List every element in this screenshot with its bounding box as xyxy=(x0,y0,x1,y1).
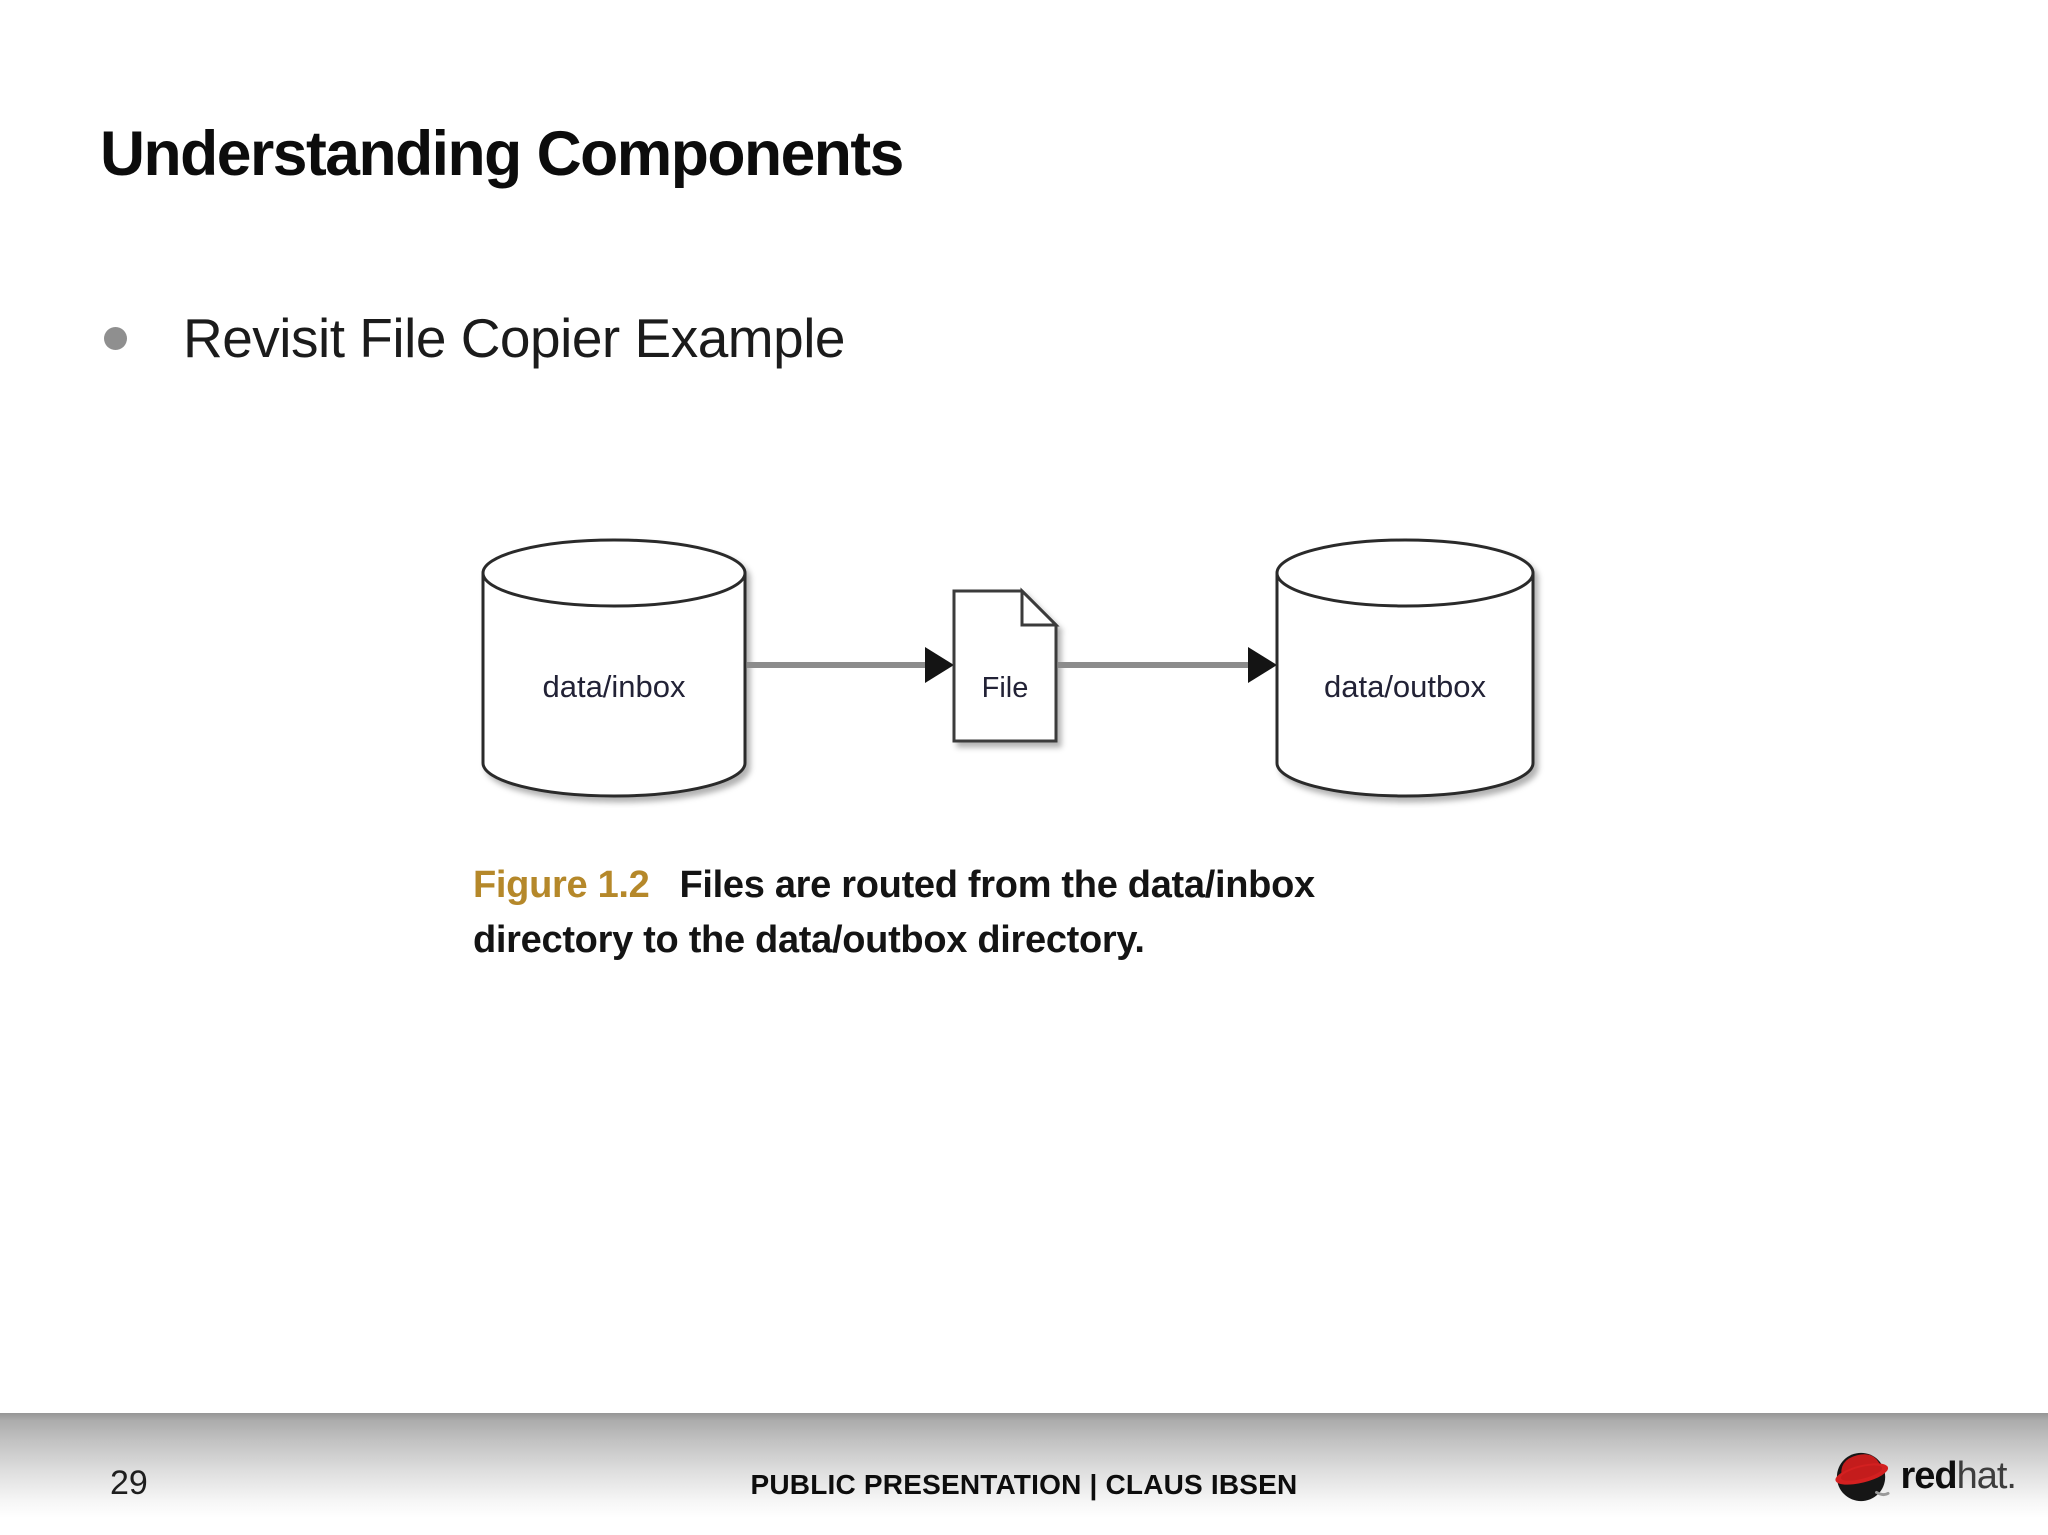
arrow-file-to-outbox-icon xyxy=(1058,647,1277,683)
footer-presentation-text: PUBLIC PRESENTATION | CLAUS IBSEN xyxy=(750,1469,1298,1500)
page-number: 29 xyxy=(110,1464,148,1502)
page-title: Understanding Components xyxy=(100,119,904,189)
bullet-item: Revisit File Copier Example xyxy=(104,306,846,370)
figure-caption: Figure 1.2 Files are routed from the data… xyxy=(473,858,1513,968)
file-routing-diagram: data/inbox File data/outbox xyxy=(481,538,1535,798)
inbox-label: data/inbox xyxy=(542,669,686,704)
redhat-wordmark-bold: red xyxy=(1900,1454,1957,1497)
figure-caption-line1: Figure 1.2 Files are routed from the data… xyxy=(473,858,1513,913)
bullet-dot-icon xyxy=(104,326,127,350)
arrow-inbox-to-file-icon xyxy=(747,647,954,683)
footer-gradient-bar xyxy=(0,1413,2048,1535)
bullet-text: Revisit File Copier Example xyxy=(183,307,846,369)
redhat-hat-icon xyxy=(1835,1452,1890,1502)
figure-caption-line2: directory to the data/outbox directory. xyxy=(473,919,1145,961)
figure-caption-text1: Files are routed from the data/inbox xyxy=(679,864,1316,906)
outbox-cylinder-icon xyxy=(1275,538,1535,798)
file-icon xyxy=(952,587,1060,743)
figure-caption-label: Figure 1.2 xyxy=(473,864,650,906)
outbox-label: data/outbox xyxy=(1324,669,1487,704)
redhat-wordmark-regular: hat. xyxy=(1956,1454,2017,1497)
file-label: File xyxy=(982,672,1029,704)
inbox-cylinder-icon xyxy=(481,538,747,798)
